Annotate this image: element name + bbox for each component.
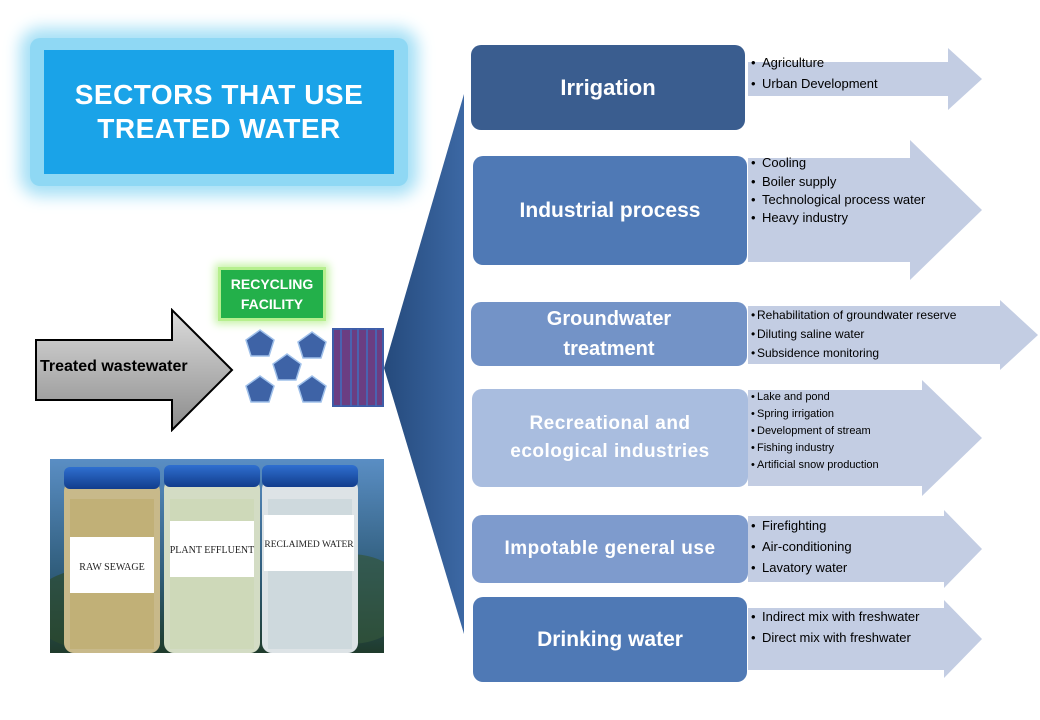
- list-item: Indirect mix with freshwater: [751, 606, 961, 627]
- reclaimed-water-label: RECLAIMED WATER: [264, 540, 354, 550]
- list-item: Air-conditioning: [751, 536, 931, 557]
- raw-sewage-label: RAW SEWAGE: [79, 562, 144, 573]
- page-title: SECTORS THAT USE TREATED WATER: [44, 50, 394, 174]
- list-item: Technological process water: [751, 191, 931, 208]
- list-item: Fishing industry: [751, 440, 941, 457]
- list-item: Direct mix with freshwater: [751, 627, 961, 648]
- sector-recreational-ecological: Recreational and ecological industries: [472, 389, 748, 487]
- recycling-facility-label: RECYCLING FACILITY: [230, 276, 314, 312]
- treated-wastewater-arrow: [35, 308, 234, 432]
- recreational-uses: Lake and pond Spring irrigation Developm…: [751, 389, 941, 474]
- water-jars-photo: RAW SEWAGE PLANT EFFLUENT RECLAIMED WATE…: [50, 459, 384, 653]
- sector-drinking-water: Drinking water: [473, 597, 747, 682]
- list-item: Agriculture: [751, 52, 951, 73]
- list-item: Urban Development: [751, 73, 951, 94]
- sector-impotable-general-use-label: Impotable general use: [504, 538, 716, 559]
- list-item: Development of stream: [751, 423, 941, 440]
- impotable-uses: Firefighting Air-conditioning Lavatory w…: [751, 515, 931, 578]
- list-item: Subsidence monitoring: [751, 344, 1001, 363]
- sector-irrigation: Irrigation: [471, 45, 745, 130]
- list-item: Cooling: [751, 153, 931, 172]
- groundwater-uses: Rehabilitation of groundwater reserve Di…: [751, 306, 1001, 363]
- sector-recreational-ecological-label: Recreational and ecological industries: [510, 413, 710, 462]
- list-item: Rehabilitation of groundwater reserve: [751, 306, 1001, 325]
- sector-impotable-general-use: Impotable general use: [472, 515, 748, 583]
- filter-icon: [332, 328, 384, 407]
- list-item: Boiler supply: [751, 172, 931, 191]
- particles-icon: [245, 329, 327, 403]
- recycling-facility-badge: RECYCLING FACILITY: [218, 267, 326, 321]
- list-item: Artificial snow production: [751, 457, 941, 474]
- list-item: Firefighting: [751, 515, 931, 536]
- list-item: Lavatory water: [751, 557, 931, 578]
- sector-irrigation-label: Irrigation: [560, 74, 656, 100]
- drinking-uses: Indirect mix with freshwater Direct mix …: [751, 606, 961, 648]
- list-item: Lake and pond: [751, 389, 941, 406]
- sector-groundwater-treatment-label: Groundwater treatment: [546, 308, 672, 360]
- industrial-uses: Cooling Boiler supply Technological proc…: [751, 153, 931, 227]
- treated-wastewater-label: Treated wastewater: [40, 358, 188, 375]
- sector-drinking-water-label: Drinking water: [537, 627, 683, 651]
- irrigation-uses: Agriculture Urban Development: [751, 52, 951, 94]
- plant-effluent-label: PLANT EFFLUENT: [170, 545, 255, 556]
- list-item: Heavy industry: [751, 208, 931, 227]
- distribution-fan: [384, 94, 464, 634]
- list-item: Diluting saline water: [751, 325, 1001, 344]
- sector-groundwater-treatment: Groundwater treatment: [471, 302, 747, 366]
- sector-industrial-process: Industrial process: [473, 156, 747, 265]
- sector-industrial-process-label: Industrial process: [519, 198, 701, 222]
- list-item: Spring irrigation: [751, 406, 941, 423]
- page-title-text: SECTORS THAT USE TREATED WATER: [74, 79, 364, 144]
